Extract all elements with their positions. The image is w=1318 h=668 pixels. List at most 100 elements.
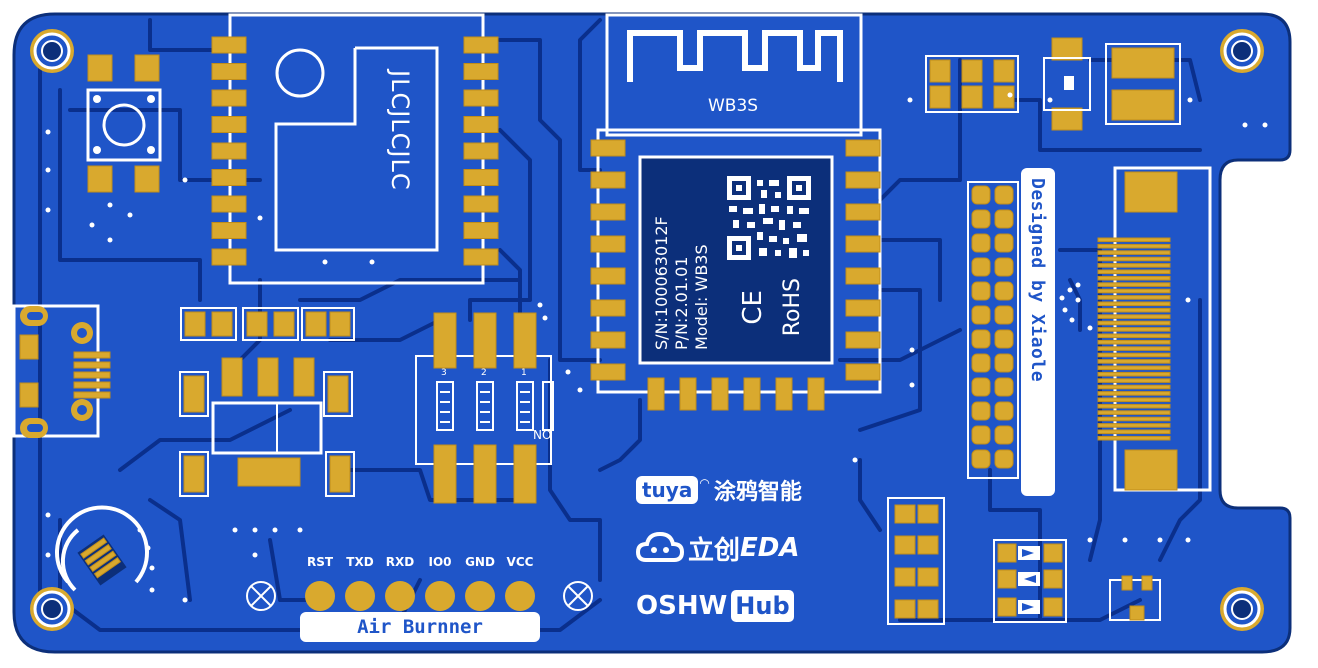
fpc-pad	[971, 233, 991, 253]
lceda-logo-eda: EDA	[740, 533, 800, 563]
fpc-finger	[1097, 333, 1171, 339]
board-name-label: Air Burnner	[357, 616, 483, 638]
via	[45, 129, 51, 135]
via	[1007, 92, 1013, 98]
via	[257, 215, 263, 221]
via	[1062, 307, 1068, 313]
wb3s-pad	[647, 377, 665, 411]
relay-pin-2: 2	[481, 368, 487, 378]
esp-pad	[463, 89, 499, 107]
fpc-finger	[1097, 423, 1171, 428]
fpc-pad	[994, 305, 1014, 325]
via	[1059, 295, 1065, 301]
oshw-text: OSHW	[636, 591, 728, 621]
fpc-finger	[1097, 250, 1171, 255]
via	[89, 222, 95, 228]
wb3s-pad	[590, 267, 626, 285]
via	[252, 552, 258, 558]
top-right-components	[925, 37, 1181, 131]
fpc-finger	[1097, 339, 1171, 345]
cloud-icon	[636, 531, 684, 562]
via	[369, 259, 375, 265]
bottom-right-pads	[887, 497, 1161, 625]
module-marking: JLCJLCJLC	[386, 70, 414, 191]
fpc-pad	[994, 257, 1014, 277]
wifi-icon: ◠	[699, 476, 710, 490]
via	[297, 527, 303, 533]
fpc-finger	[1097, 410, 1171, 415]
fpc-pad	[971, 377, 991, 397]
esp-pad	[463, 248, 499, 266]
display-connector	[1097, 166, 1212, 492]
via	[232, 527, 238, 533]
fpc-finger	[1097, 365, 1171, 371]
fpc-finger	[1097, 243, 1171, 249]
fpc-finger	[1097, 435, 1171, 441]
fpc-finger	[1097, 275, 1171, 281]
wb3s-pad	[845, 299, 881, 317]
via	[45, 512, 51, 518]
via	[252, 527, 258, 533]
via	[45, 167, 51, 173]
via	[1242, 122, 1248, 128]
fpc-finger	[1097, 301, 1171, 307]
esp-pad	[211, 116, 247, 133]
rohs-mark: RoHS	[780, 278, 805, 337]
hub-badge: Hub	[731, 590, 794, 622]
tuya-logo-text: 涂鸦智能	[713, 480, 802, 505]
esp-module	[211, 13, 499, 285]
via	[909, 382, 915, 388]
via	[1075, 282, 1081, 288]
via	[542, 315, 548, 321]
fpc-finger	[1097, 327, 1171, 332]
fpc-pad	[971, 449, 991, 469]
pin-label-rxd: RXD	[385, 555, 415, 569]
wb3s-pad	[679, 377, 697, 411]
designer-label-bg	[1021, 168, 1055, 496]
tactile-button	[86, 54, 162, 193]
esp-pad	[463, 222, 499, 239]
wb3s-pad	[743, 377, 761, 411]
rotary-sensor	[55, 505, 149, 592]
wb3s-pad	[845, 363, 881, 381]
fpc-pads	[971, 185, 1014, 469]
wb3s-name: WB3S	[708, 96, 759, 116]
via	[127, 212, 133, 218]
relay	[415, 312, 554, 504]
via	[1067, 287, 1073, 293]
via	[1075, 297, 1081, 303]
wb3s-pad	[590, 171, 626, 189]
esp-pad	[211, 195, 247, 213]
esp-pad	[211, 248, 247, 266]
fpc-pad	[994, 353, 1014, 373]
via	[182, 597, 188, 603]
fpc-pad	[994, 281, 1014, 301]
wb3s-pad	[775, 377, 793, 411]
fpc-pad	[971, 329, 991, 349]
fpc-pad	[971, 353, 991, 373]
via	[145, 545, 151, 551]
via	[45, 207, 51, 213]
via	[107, 202, 113, 208]
fpc-finger	[1097, 429, 1171, 435]
via	[45, 552, 51, 558]
wb3s-pad	[711, 377, 729, 411]
fpc-pad	[971, 425, 991, 445]
wb3s-pad	[845, 139, 881, 157]
via	[1087, 325, 1093, 331]
fpc-pad	[994, 209, 1014, 229]
fpc-finger	[1097, 282, 1171, 287]
fpc-finger	[1097, 256, 1171, 262]
fpc-pad	[971, 305, 991, 325]
fpc-pad	[994, 329, 1014, 349]
fpc-finger	[1097, 378, 1171, 383]
via	[272, 527, 278, 533]
wb3s-pad	[845, 171, 881, 189]
fpc-pad	[994, 401, 1014, 421]
vias	[45, 92, 1268, 603]
usb-connector	[12, 304, 111, 438]
fpc-finger	[1097, 288, 1171, 294]
wb3s-pad	[845, 267, 881, 285]
via	[107, 237, 113, 243]
